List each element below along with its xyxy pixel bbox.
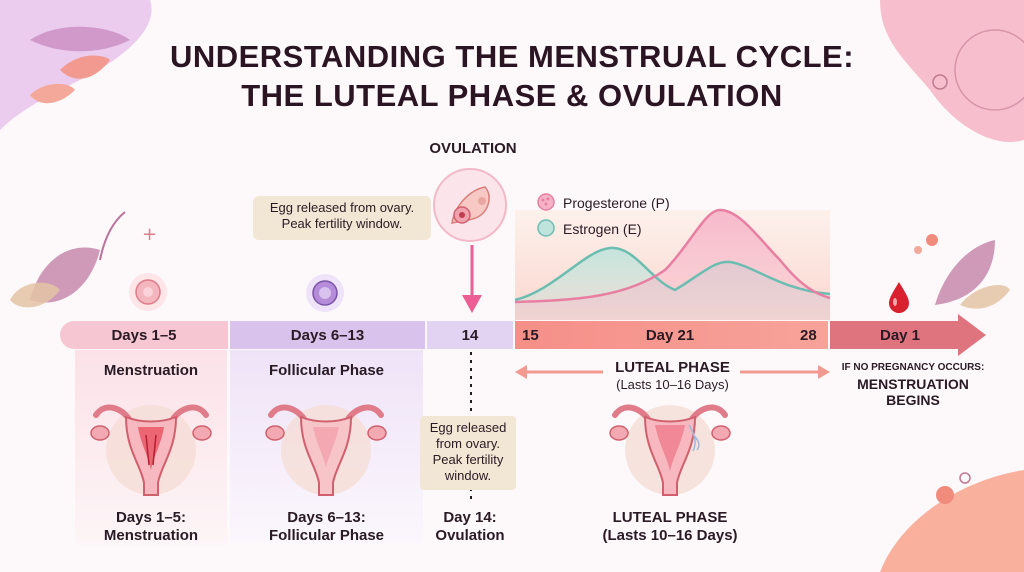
top-left-leaf-2	[60, 55, 110, 79]
luteal-phase-subtitle: (Lasts 10–16 Days)	[616, 377, 729, 392]
caption-menstruation-line-1: Days 1–5:	[115, 509, 187, 526]
luteal-span-arrows	[515, 365, 830, 379]
mid-note-line-3: Peak fertility	[432, 452, 504, 467]
bottom-right-dot	[936, 486, 954, 504]
estrogen-legend-icon	[537, 219, 555, 237]
hormone-chart	[514, 208, 831, 320]
timeline-segment-menstruation	[60, 321, 228, 349]
uterus-follicular-illustration	[265, 404, 387, 496]
mid-note-line-4: window.	[444, 468, 492, 483]
estrogen-curve	[514, 246, 831, 302]
caption-luteal-line-2: (Lasts 10–16 Days)	[602, 527, 738, 544]
luteal-phase-title: LUTEAL PHASE	[615, 359, 730, 376]
ovulation-down-arrow-icon	[462, 245, 482, 313]
ovulation-callout-line-1: Egg released from ovary.	[269, 200, 415, 215]
timeline-label-day-1: Day 1	[879, 327, 921, 344]
bottom-right-blob	[880, 470, 1024, 572]
timeline-label-days-1-5: Days 1–5	[111, 327, 177, 344]
menstruation-label: Menstruation	[103, 362, 199, 379]
page-title-line-1: UNDERSTANDING THE MENSTRUAL CYCLE:	[169, 39, 855, 74]
caption-follicular-line-2: Follicular Phase	[268, 527, 385, 544]
timeline-segment-luteal	[515, 321, 828, 349]
top-right-ring	[954, 29, 1024, 111]
timeline-label-day-15: 15	[522, 327, 539, 344]
caption-luteal: LUTEAL PHASE (Lasts 10–16 Days)	[575, 509, 765, 545]
right-leaf-small	[960, 285, 1010, 309]
progesterone-legend-icon	[537, 193, 555, 211]
menstruation-begins-line-2: BEGINS	[886, 392, 940, 408]
caption-menstruation-line-2: Menstruation	[103, 527, 199, 544]
menstruation-begins-text: MENSTRUATION BEGINS	[832, 376, 994, 408]
right-dot-2	[914, 246, 922, 254]
follicle-cell-icon	[306, 274, 344, 312]
ovulation-mid-note: Egg released from ovary. Peak fertility …	[420, 416, 516, 490]
mid-note-line-1: Egg released	[429, 420, 507, 435]
caption-ovulation-line-2: Ovulation	[435, 527, 505, 544]
progesterone-area	[515, 210, 830, 320]
right-dot-1	[926, 234, 938, 246]
uterus-luteal-illustration	[609, 404, 731, 496]
caption-menstruation: Days 1–5: Menstruation	[75, 509, 227, 545]
ovulation-callout: Egg released from ovary. Peak fertility …	[253, 196, 431, 240]
left-leaf-small	[10, 282, 60, 308]
menstruation-begins-line-1: MENSTRUATION	[857, 376, 969, 392]
uterus-menstruation-illustration	[90, 404, 212, 496]
right-leaf-large	[935, 240, 995, 305]
timeline-segment-day1-arrow	[830, 314, 986, 356]
timeline-label-day-21: Day 21	[645, 327, 695, 344]
follicular-label: Follicular Phase	[268, 362, 385, 379]
progesterone-legend-label: Progesterone (P)	[563, 195, 670, 211]
mid-note-line-2: from ovary.	[435, 436, 501, 451]
timeline-label-day-28: 28	[800, 327, 817, 344]
timeline-label-days-6-13: Days 6–13	[290, 327, 365, 344]
progesterone-curve	[514, 208, 831, 304]
caption-luteal-line-1: LUTEAL PHASE	[612, 509, 728, 526]
ovulation-callout-line-2: Peak fertility window.	[281, 216, 403, 231]
top-left-leaf	[30, 26, 130, 52]
bottom-right-dot-2	[959, 472, 971, 484]
estrogen-legend-label: Estrogen (E)	[563, 221, 642, 237]
top-left-leaf-3	[30, 83, 75, 104]
ovulation-heading: OVULATION	[429, 140, 517, 157]
caption-ovulation: Day 14: Ovulation	[422, 509, 518, 545]
top-right-dot	[932, 74, 948, 90]
no-pregnancy-note: IF NO PREGNANCY OCCURS:	[841, 362, 985, 373]
menstruation-cell-icon	[129, 273, 167, 311]
caption-follicular-line-1: Days 6–13:	[287, 509, 366, 526]
caption-ovulation-line-1: Day 14:	[443, 509, 497, 526]
top-right-blob	[880, 0, 1024, 142]
caption-follicular: Days 6–13: Follicular Phase	[230, 509, 423, 545]
blood-drop-icon	[889, 282, 909, 313]
left-sprig	[99, 211, 126, 261]
timeline-segment-ovulation	[427, 321, 513, 349]
ovary-egg-icon	[433, 168, 507, 242]
plus-sparkle-icon: +	[142, 224, 157, 245]
page-title-line-2: THE LUTEAL PHASE & OVULATION	[241, 78, 783, 113]
timeline-label-day-14: 14	[461, 327, 479, 344]
timeline-segment-follicular	[230, 321, 425, 349]
